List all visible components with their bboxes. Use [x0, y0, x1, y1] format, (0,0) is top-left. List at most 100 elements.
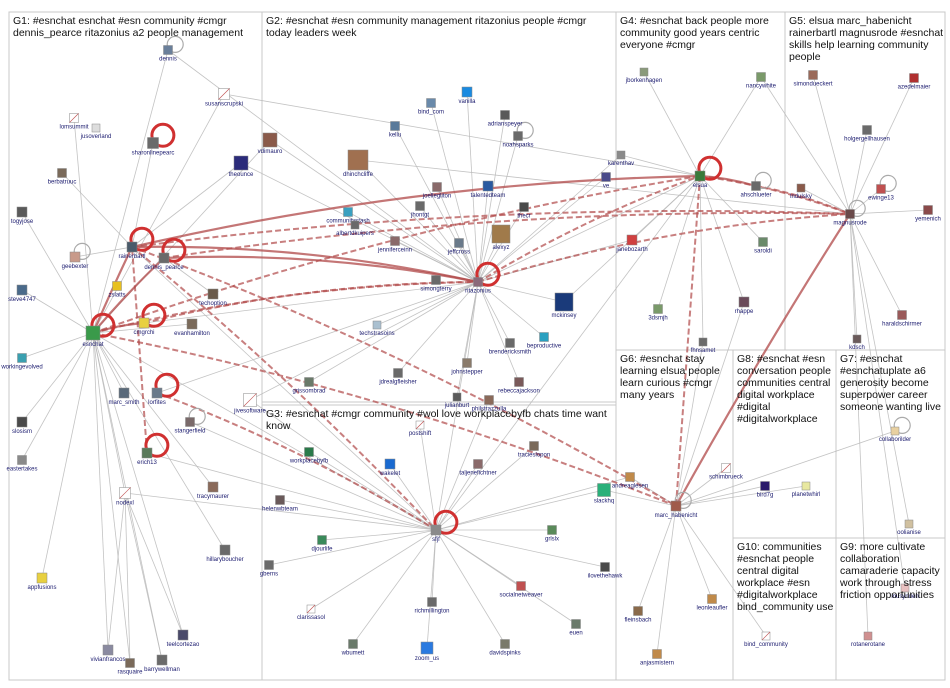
- node-ilovethehawk[interactable]: ilovethehawk: [588, 562, 624, 580]
- node-elsua[interactable]: elsua: [693, 170, 708, 189]
- node-talentedteam[interactable]: talentedteam: [471, 180, 506, 199]
- node-dhinchcliffe[interactable]: dhinchcliffe: [343, 149, 374, 178]
- node-vivianfrancos[interactable]: vivianfrancos: [90, 644, 126, 663]
- node-jenniferceinn[interactable]: jenniferceinn: [377, 236, 412, 254]
- node-tracymaurer[interactable]: tracymaurer: [197, 481, 229, 500]
- node-postshift[interactable]: postshift: [409, 420, 432, 437]
- node-yemenich[interactable]: yemenich: [915, 205, 941, 223]
- node-dennis[interactable]: dennis: [159, 45, 177, 63]
- node-simongterry[interactable]: simongterry: [420, 275, 452, 293]
- node-lorfites[interactable]: lorfites: [148, 387, 166, 406]
- node-planetwhirl[interactable]: planetwhirl: [792, 481, 821, 498]
- node-ewinge13[interactable]: ewinge13: [868, 184, 895, 202]
- node-communitystash[interactable]: communitystash: [326, 207, 370, 225]
- node-kellu[interactable]: kellu: [389, 121, 401, 139]
- node-djourlife[interactable]: djourlife: [311, 535, 333, 553]
- node-techstrasoins[interactable]: techstrasoins: [359, 320, 395, 337]
- node-marc_smith[interactable]: marc_smith: [108, 387, 140, 406]
- node-gberns[interactable]: gberns: [260, 560, 278, 578]
- node-nodexl[interactable]: nodexl: [116, 487, 134, 507]
- node-kdsch[interactable]: kdsch: [849, 334, 865, 351]
- node-davidspinks[interactable]: davidspinks: [489, 639, 521, 657]
- node-johnstepper[interactable]: johnstepper: [450, 358, 483, 376]
- node-schimbrueck[interactable]: schimbrueck: [709, 463, 744, 481]
- node-esnchat[interactable]: esnchat: [82, 325, 104, 348]
- node-noahsparks[interactable]: noahsparks: [502, 131, 534, 149]
- node-fleinsbach[interactable]: fleinsbach: [624, 606, 652, 624]
- node-lomsummit[interactable]: lomsummit: [59, 113, 89, 131]
- node-teelcortezao[interactable]: teelcortezao: [167, 629, 200, 648]
- node-cmgrchi[interactable]: cmgrchi: [133, 317, 155, 336]
- node-stangerfield[interactable]: stangerfield: [174, 417, 206, 435]
- node-albertdkuipers[interactable]: albertdkuipers: [336, 220, 374, 237]
- node-techoption[interactable]: techoption: [199, 288, 227, 307]
- node-haraldschirmer[interactable]: haraldschirmer: [882, 310, 922, 328]
- node-ahschlueter[interactable]: ahschlueter: [740, 181, 772, 199]
- node-tracieslopon[interactable]: tracieslopon: [518, 441, 550, 459]
- node-andreaglesen[interactable]: andreaglesen: [612, 472, 648, 490]
- node-bind_community[interactable]: bind_community: [744, 631, 788, 648]
- node-rainerbartl[interactable]: rainerbartl: [118, 241, 146, 260]
- node-barrywellman[interactable]: barrywellman: [144, 654, 180, 673]
- node-richmillington[interactable]: richmillington: [414, 597, 450, 615]
- node-rasquaire[interactable]: rasquaire: [117, 658, 143, 676]
- node-rhappe[interactable]: rhappe: [735, 296, 754, 315]
- node-sharonlinepearc[interactable]: sharonlinepearc: [132, 137, 175, 157]
- node-bird7g[interactable]: bird7g: [757, 481, 774, 499]
- node-nancywhite[interactable]: nancywhite: [746, 72, 777, 90]
- node-hillaryboucher[interactable]: hillaryboucher: [206, 544, 244, 563]
- node-jborkenhagen[interactable]: jborkenhagen: [625, 67, 662, 84]
- node-joellegliton[interactable]: joellegliton: [422, 182, 451, 200]
- node-holgergellhausen[interactable]: holgergellhausen: [844, 125, 890, 143]
- node-3dsmjh[interactable]: 3dsmjh: [648, 304, 668, 322]
- node-leonleaufler[interactable]: leonleaufler: [696, 594, 728, 612]
- node-grissombrad[interactable]: grissombrad: [292, 377, 326, 395]
- node-philstrazzulla[interactable]: philstrazzulla: [472, 395, 507, 413]
- node-grlslx[interactable]: grlslx: [545, 525, 559, 543]
- node-vdimauro[interactable]: vdimauro: [258, 132, 283, 155]
- node-workplacebyfb[interactable]: workplacebyfb: [289, 447, 329, 465]
- node-magnusrode[interactable]: magnusrode: [833, 209, 867, 227]
- node-euen[interactable]: euen: [569, 619, 583, 637]
- node-thecr[interactable]: thecr: [517, 202, 531, 220]
- node-alexyz[interactable]: alexyz: [491, 224, 511, 251]
- node-eastertakes[interactable]: eastertakes: [6, 455, 38, 473]
- node-wbumett[interactable]: wbumett: [341, 639, 365, 657]
- node-geebexter[interactable]: geebexter: [62, 251, 89, 270]
- node-julianburt[interactable]: julianburt: [444, 392, 470, 409]
- node-oolianise[interactable]: oolianise: [897, 519, 922, 536]
- node-taljenefichtner[interactable]: taljenefichtner: [459, 459, 497, 477]
- node-janebozarth[interactable]: janebozarth: [615, 234, 648, 253]
- node-ritazonius[interactable]: ritazonius: [465, 277, 491, 295]
- node-sfjf[interactable]: sfjf: [430, 524, 442, 543]
- node-clarissasol[interactable]: clarissasol: [297, 604, 325, 621]
- node-inusynden[interactable]: inusynden: [891, 583, 919, 600]
- node-theounce[interactable]: theounce: [229, 155, 254, 178]
- node-karenthav[interactable]: karenthav: [608, 150, 634, 167]
- node-beproductive[interactable]: beproductive: [527, 332, 562, 350]
- node-adrianspeyer[interactable]: adrianspeyer: [488, 110, 523, 128]
- node-evanhamilton[interactable]: evanhamilton: [174, 318, 210, 337]
- node-anjasmistern[interactable]: anjasmistern: [640, 649, 674, 667]
- node-helenwbteam[interactable]: helenwbteam: [262, 495, 298, 513]
- node-fhnsamet[interactable]: fhnsamet: [691, 337, 716, 354]
- node-simondueckert[interactable]: simondueckert: [793, 70, 833, 88]
- node-dennis_pearce[interactable]: dennis_pearce: [144, 252, 184, 271]
- node-jdrealgfleisher[interactable]: jdrealgfleisher: [378, 368, 417, 386]
- node-jeffcross[interactable]: jeffcross: [447, 238, 470, 256]
- node-workingevolved[interactable]: workingevolved: [0, 353, 43, 371]
- node-slackhq[interactable]: slackhq: [594, 483, 614, 505]
- node-saroldi[interactable]: saroldi: [754, 237, 772, 255]
- node-brendericksmith[interactable]: brendericksmith: [489, 338, 531, 356]
- node-berbatruuc[interactable]: berbatruuc: [48, 168, 77, 186]
- node-collaborilder[interactable]: collaborilder: [879, 426, 911, 443]
- node-jusoverland[interactable]: jusoverland: [80, 123, 112, 140]
- node-zoom_us[interactable]: zoom_us: [415, 641, 439, 662]
- node-slosism[interactable]: slosism: [12, 416, 32, 435]
- node-rebeccajackson[interactable]: rebeccajackson: [498, 377, 540, 395]
- node-zslatts[interactable]: zslatts: [108, 281, 126, 299]
- node-ve[interactable]: ve: [601, 172, 611, 190]
- node-rotanerotane[interactable]: rotanerotane: [851, 631, 886, 648]
- node-appfusions[interactable]: appfusions: [27, 572, 57, 591]
- node-jivesoftware[interactable]: jivesoftware: [233, 393, 266, 415]
